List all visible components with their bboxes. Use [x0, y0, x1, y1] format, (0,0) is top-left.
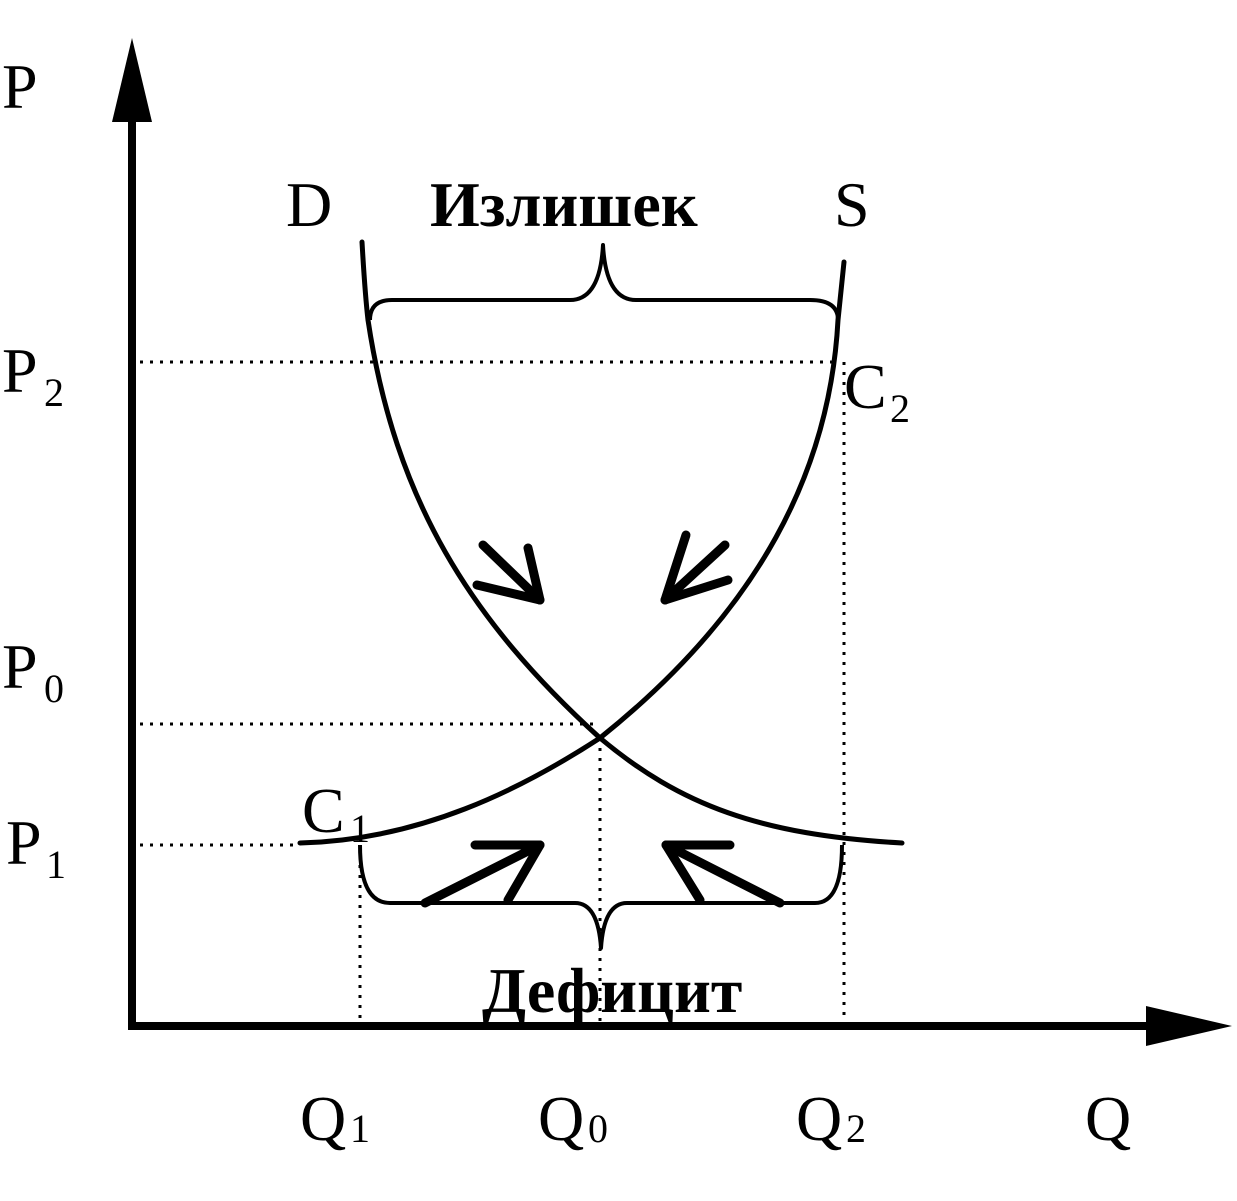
- p0-label: P 0: [2, 631, 64, 711]
- svg-text:2: 2: [44, 370, 64, 415]
- svg-text:Q: Q: [300, 1083, 346, 1154]
- demand-curve: [359, 239, 905, 846]
- p2-label: P 2: [2, 335, 64, 415]
- price-axis-arrowhead: [112, 38, 152, 122]
- svg-text:1: 1: [350, 806, 370, 851]
- svg-text:1: 1: [46, 842, 66, 887]
- surplus-label: Излишек: [430, 169, 698, 240]
- svg-text:2: 2: [846, 1106, 866, 1151]
- demand-curve-label: D: [286, 169, 332, 240]
- q0-label: Q 0: [538, 1083, 608, 1154]
- svg-text:0: 0: [44, 666, 64, 711]
- q1-label: Q 1: [300, 1083, 370, 1154]
- c1-label: C 1: [302, 775, 370, 851]
- surplus-brace: [368, 243, 840, 321]
- deficit-label: Дефицит: [482, 955, 742, 1026]
- svg-text:Q: Q: [796, 1083, 842, 1154]
- svg-text:P: P: [6, 807, 42, 878]
- deficit-left-arrow: [420, 840, 545, 908]
- deficit-brace: [358, 844, 844, 950]
- deficit-right-arrow: [661, 840, 785, 908]
- svg-text:C: C: [844, 351, 887, 422]
- q2-label: Q 2: [796, 1083, 866, 1154]
- supply-curve: [297, 259, 847, 846]
- quantity-axis-arrowhead: [1146, 1006, 1232, 1046]
- p1-label: P 1: [6, 807, 66, 887]
- svg-text:1: 1: [350, 1106, 370, 1151]
- supply-curve-label: S: [834, 169, 870, 240]
- svg-text:P: P: [2, 631, 38, 702]
- svg-text:Q: Q: [538, 1083, 584, 1154]
- svg-text:C: C: [302, 775, 345, 846]
- svg-text:2: 2: [890, 386, 910, 431]
- svg-text:0: 0: [588, 1106, 608, 1151]
- c2-label: C 2: [844, 351, 910, 431]
- surplus-left-arrow: [472, 540, 545, 605]
- quantity-axis-label: Q: [1085, 1083, 1131, 1154]
- surplus-right-arrow: [660, 530, 733, 605]
- svg-text:P: P: [2, 335, 38, 406]
- price-axis-label: P: [2, 51, 38, 122]
